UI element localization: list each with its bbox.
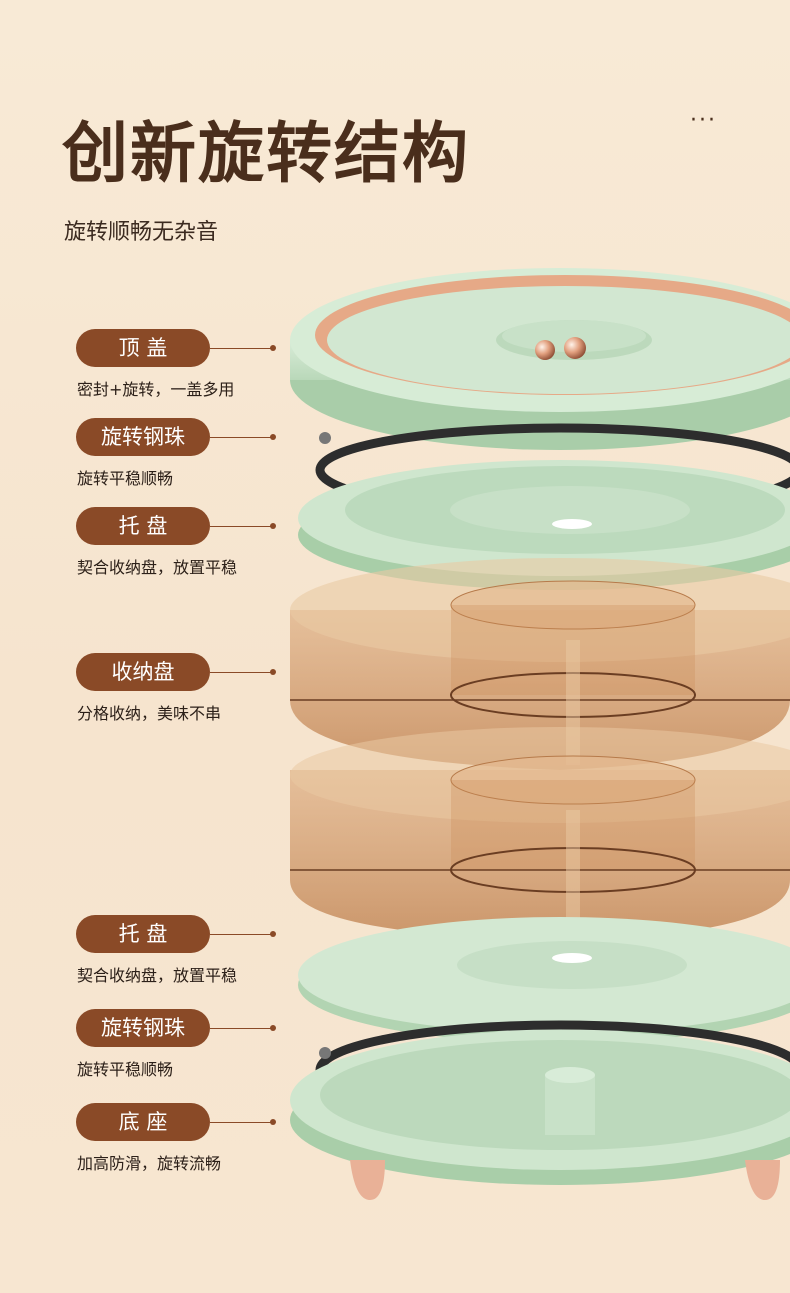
label-tray-top: 托 盘 契合收纳盘，放置平稳 [0,507,290,597]
label-pill: 托 盘 [76,507,210,545]
leader-dot [270,931,276,937]
label-desc: 旋转平稳顺畅 [77,469,174,488]
leader-line [210,934,272,935]
leader-line [210,1122,272,1123]
label-steel-ball-top: 旋转钢珠 旋转平稳顺畅 [0,418,290,508]
label-pill: 旋转钢珠 [76,1009,210,1047]
label-pill: 底 座 [76,1103,210,1141]
label-tray-bottom: 托 盘 契合收纳盘，放置平稳 [0,915,290,1005]
more-icon[interactable]: ··· [690,108,717,133]
leader-line [210,437,272,438]
label-pill: 顶 盖 [76,329,210,367]
page-title: 创新旋转结构 [62,115,470,192]
storage-tray-bottom [290,727,790,940]
leader-dot [270,345,276,351]
label-top-lid: 顶 盖 密封+旋转，一盖多用 [0,329,290,419]
leader-line [210,672,272,673]
label-desc: 旋转平稳顺畅 [77,1060,174,1079]
label-desc: 分格收纳，美味不串 [77,704,222,723]
base [290,1030,790,1200]
leader-dot [270,1025,276,1031]
label-pill: 收纳盘 [76,653,210,691]
top-lid [290,268,790,450]
label-pill: 托 盘 [76,915,210,953]
label-desc: 契合收纳盘，放置平稳 [77,558,238,577]
label-pill: 旋转钢珠 [76,418,210,456]
leader-line [210,1028,272,1029]
tray-bottom [298,917,790,1043]
leader-dot [270,434,276,440]
label-desc: 密封+旋转，一盖多用 [77,380,235,399]
leader-line [210,526,272,527]
label-desc: 契合收纳盘，放置平稳 [77,966,238,985]
leader-dot [270,1119,276,1125]
leader-dot [270,669,276,675]
leader-dot [270,523,276,529]
label-base: 底 座 加高防滑，旋转流畅 [0,1103,290,1193]
storage-tray-top [290,558,790,770]
label-storage-tray: 收纳盘 分格收纳，美味不串 [0,653,290,743]
label-steel-ball-bottom: 旋转钢珠 旋转平稳顺畅 [0,1009,290,1099]
label-desc: 加高防滑，旋转流畅 [77,1154,222,1173]
page-subtitle: 旋转顺畅无杂音 [64,220,219,245]
leader-line [210,348,272,349]
